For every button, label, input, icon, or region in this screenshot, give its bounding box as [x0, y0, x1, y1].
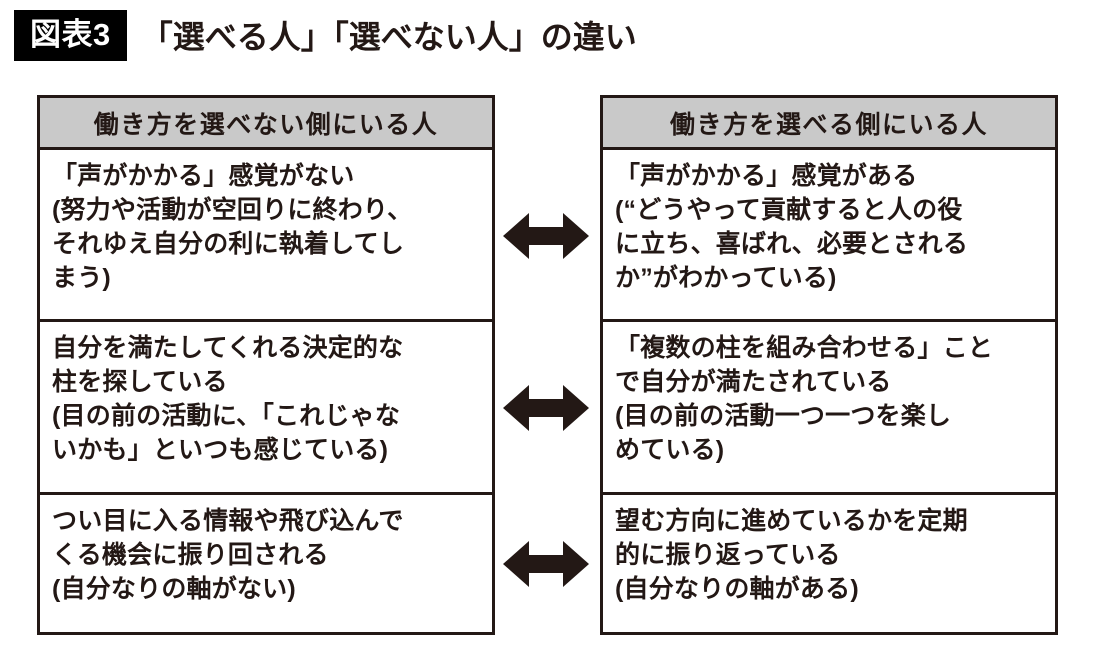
left-column-panel: 働き方を選べない側にいる人 「声がかかる」感覚がない (努力や活動が空回りに終わ…	[37, 95, 495, 635]
cell-text-line: 「声がかかる」感覚がある	[615, 162, 918, 190]
cell-text-line: (努力や活動が空回りに終わり、	[52, 196, 413, 224]
left-cell-row-1: 「声がかかる」感覚がない (努力や活動が空回りに終わり、 それゆえ自分の利に執着…	[40, 150, 492, 322]
cell-text-line: か”がわかっている)	[615, 264, 837, 292]
cell-text-line: (自分なりの軸がない)	[52, 575, 296, 603]
cell-text-line: まう)	[52, 264, 111, 292]
double-arrow-horizontal-icon	[503, 538, 589, 590]
cell-text-line: それゆえ自分の利に執着してし	[52, 230, 405, 258]
left-cell-row-2: 自分を満たしてくれる決定的な 柱を探している (目の前の活動に、「これじゃな い…	[40, 322, 492, 495]
double-arrow-horizontal-icon	[503, 382, 589, 434]
right-column-header: 働き方を選べる側にいる人	[603, 98, 1055, 150]
cell-text-line: 自分を満たしてくれる決定的な	[52, 334, 404, 362]
figure-number-badge: 図表3	[14, 9, 127, 61]
left-column-header-label: 働き方を選べない側にいる人	[93, 110, 439, 139]
left-column-header: 働き方を選べない側にいる人	[40, 98, 492, 150]
cell-text-line: 的に振り返っている	[615, 541, 841, 569]
cell-text-line: 柱を探している	[52, 368, 228, 396]
figure-title-row: 図表3 「選べる人」「選べない人」の違い	[14, 9, 637, 61]
cell-text-line: いかも」といつも感じている)	[52, 436, 389, 464]
cell-text-line: 望む方向に進めているかを定期	[615, 507, 968, 535]
cell-text-line: くる機会に振り回される	[52, 541, 329, 569]
right-column-header-label: 働き方を選べる側にいる人	[669, 110, 988, 139]
cell-text-line: (“どうやって貢献すると人の役	[615, 196, 963, 224]
right-cell-row-3: 望む方向に進めているかを定期 的に振り返っている (自分なりの軸がある)	[603, 495, 1055, 632]
cell-text-line: 「声がかかる」感覚がない	[52, 162, 355, 190]
cell-text-line: (目の前の活動一つ一つを楽し	[615, 402, 952, 430]
cell-text-line: (目の前の活動に、「これじゃな	[52, 402, 401, 430]
double-arrow-horizontal-icon	[503, 210, 589, 262]
cell-text-line: で自分が満たされている	[615, 368, 892, 396]
right-cell-row-2: 「複数の柱を組み合わせる」こと で自分が満たされている (目の前の活動一つ一つを…	[603, 322, 1055, 495]
cell-text-line: (自分なりの軸がある)	[615, 575, 859, 603]
left-cell-row-3: つい目に入る情報や飛び込んで くる機会に振り回される (自分なりの軸がない)	[40, 495, 492, 632]
cell-text-line: に立ち、喜ばれ、必要とされる	[615, 230, 969, 258]
right-cell-row-1: 「声がかかる」感覚がある (“どうやって貢献すると人の役 に立ち、喜ばれ、必要と…	[603, 150, 1055, 322]
cell-text-line: 「複数の柱を組み合わせる」こと	[615, 334, 994, 362]
cell-text-line: めている)	[615, 436, 725, 464]
figure-title: 「選べる人」「選べない人」の違い	[140, 19, 637, 55]
right-column-panel: 働き方を選べる側にいる人 「声がかかる」感覚がある (“どうやって貢献すると人の…	[600, 95, 1058, 635]
cell-text-line: つい目に入る情報や飛び込んで	[52, 507, 404, 535]
